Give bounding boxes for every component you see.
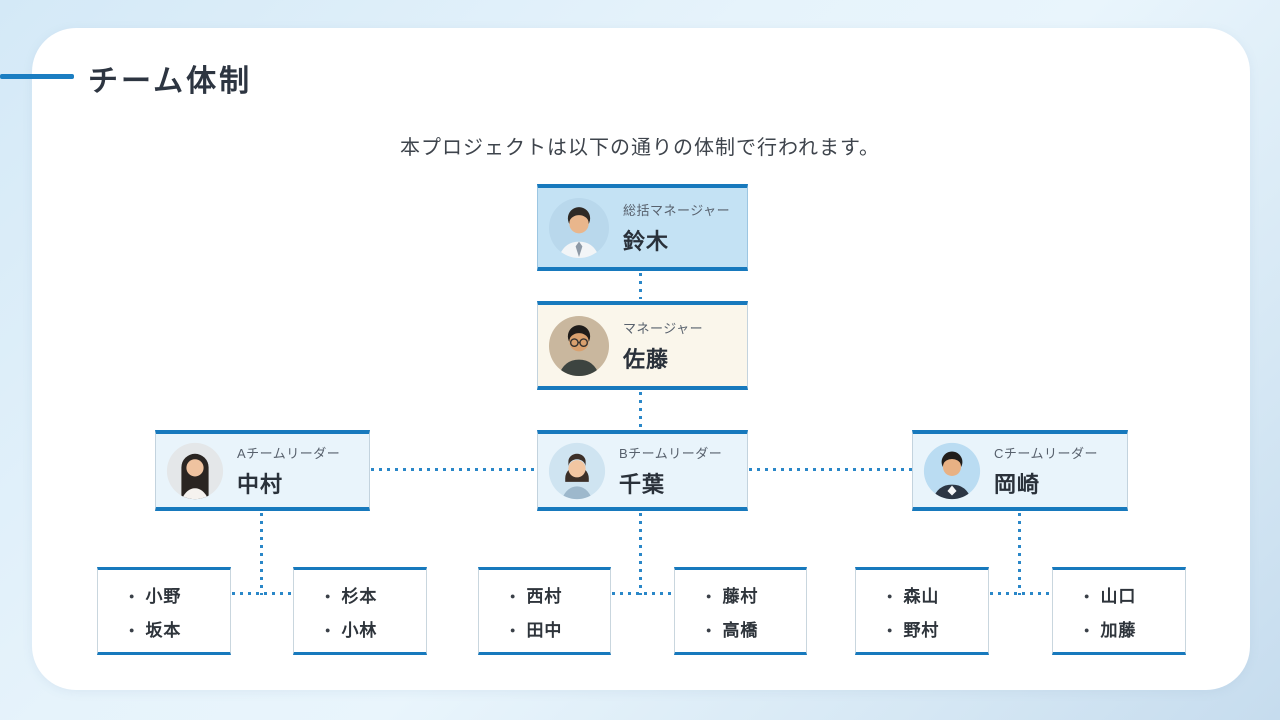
connector-leader-c-down: [1018, 513, 1021, 595]
member-name: 杉本: [325, 582, 426, 607]
person-name: 鈴木: [623, 228, 670, 254]
connector-members-c: [990, 592, 1051, 595]
org-box-general-manager: 総括マネージャー 鈴木: [537, 184, 748, 271]
member-box-c2: 山口 加藤: [1052, 567, 1186, 655]
member-name: 西村: [510, 582, 610, 607]
connector-leader-a-to-b: [371, 468, 537, 471]
page-subtitle: 本プロジェクトは以下の通りの体制で行われます。: [400, 137, 880, 159]
connector-general-to-manager: [639, 273, 642, 299]
member-name: 野村: [887, 616, 988, 641]
member-name: 高橋: [706, 616, 806, 641]
person-name: 佐藤: [623, 346, 670, 372]
org-box-leader-c: Cチームリーダー 岡崎: [912, 430, 1128, 511]
org-box-leader-a: Aチームリーダー 中村: [155, 430, 370, 511]
page-title: チーム体制: [88, 65, 253, 98]
member-name: 小野: [129, 582, 230, 607]
role-label: マネージャー: [623, 320, 704, 336]
role-label: Aチームリーダー: [237, 445, 341, 461]
member-box-c1: 森山 野村: [855, 567, 989, 655]
role-label: Cチームリーダー: [994, 445, 1098, 461]
member-box-b2: 藤村 高橋: [674, 567, 807, 655]
member-name: 藤村: [706, 582, 806, 607]
person-name: 中村: [237, 471, 284, 497]
avatar-sato-photo: [548, 315, 610, 376]
member-name: 坂本: [129, 616, 230, 641]
person-name: 千葉: [619, 471, 666, 497]
title-accent-line: [0, 74, 74, 79]
member-box-a1: 小野 坂本: [97, 567, 231, 655]
connector-manager-to-leader-b: [639, 392, 642, 428]
org-box-leader-b: Bチームリーダー 千葉: [537, 430, 748, 511]
role-label: Bチームリーダー: [619, 445, 723, 461]
role-label: 総括マネージャー: [623, 202, 731, 218]
connector-leader-a-down: [260, 513, 263, 595]
member-box-b1: 西村 田中: [478, 567, 611, 655]
avatar-chiba-photo: [548, 442, 606, 499]
connector-leader-b-to-c: [749, 468, 912, 471]
avatar-nakamura-photo: [166, 442, 224, 499]
avatar-suzuki-photo: [548, 197, 610, 258]
member-name: 森山: [887, 582, 988, 607]
member-box-a2: 杉本 小林: [293, 567, 427, 655]
org-box-manager: マネージャー 佐藤: [537, 301, 748, 390]
member-name: 山口: [1084, 582, 1185, 607]
member-name: 小林: [325, 616, 426, 641]
member-name: 田中: [510, 616, 610, 641]
connector-members-b: [612, 592, 673, 595]
avatar-okazaki-photo: [923, 442, 981, 499]
connector-members-a: [232, 592, 292, 595]
person-name: 岡崎: [994, 471, 1041, 497]
member-name: 加藤: [1084, 616, 1185, 641]
connector-leader-b-down: [639, 513, 642, 595]
